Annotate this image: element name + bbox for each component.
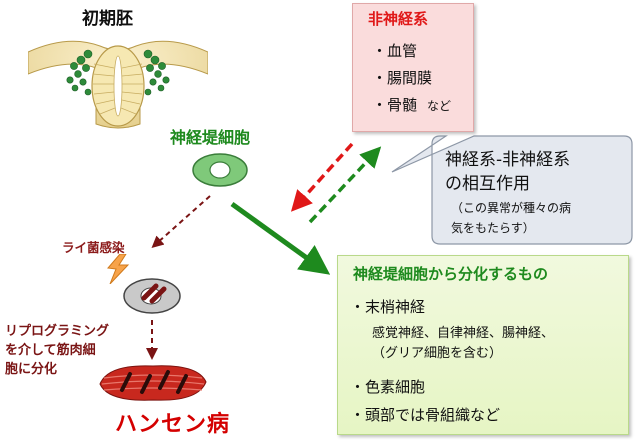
derivative-peripheral-nerve-sub-1: 感覚神経、自律神経、腸神経、 <box>372 326 555 341</box>
green-interaction-arrow <box>308 146 382 224</box>
embryo-illustration <box>28 40 208 129</box>
differentiation-arrow <box>230 201 331 275</box>
reprogramming-line-1: リプログラミング <box>5 324 110 339</box>
leprosy-infection-label: ライ菌感染 <box>62 240 125 255</box>
non-neural-title: 非神経系 <box>368 10 429 28</box>
non-neural-suffix: など <box>427 99 452 113</box>
embryo-title: 初期胚 <box>82 9 133 29</box>
derivatives-box <box>337 255 629 435</box>
neural-crest-cell <box>192 153 248 187</box>
derivative-bone-tissue: ・頭部では骨組織など <box>350 406 501 424</box>
leprosy-arrow-1 <box>151 195 211 248</box>
reprogramming-line-3: 胞に分化 <box>5 362 58 377</box>
derivative-peripheral-nerve: ・末梢神経 <box>350 298 426 316</box>
lightning-icon <box>107 254 130 284</box>
red-interaction-arrow <box>290 142 354 212</box>
non-neural-item-mesentery: ・腸間膜 <box>372 69 433 87</box>
neural-crest-label: 神経堤細胞 <box>170 128 251 147</box>
non-neural-item-bone-marrow: ・骨髄など <box>372 94 451 115</box>
non-neural-item-bone-marrow-label: ・骨髄 <box>372 96 418 114</box>
reprogramming-text: リプログラミング を介して筋肉細 胞に分化 <box>5 322 109 379</box>
interaction-callout <box>391 135 633 245</box>
non-neural-box <box>352 3 474 132</box>
derivatives-title: 神経堤細胞から分化するもの <box>353 265 549 283</box>
interaction-note-line-1: （この異常が種々の病 <box>451 201 572 215</box>
hansen-disease-label: ハンセン病 <box>115 412 231 437</box>
muscle-tissue <box>99 365 207 401</box>
reprogramming-line-2: を介して筋肉細 <box>5 343 96 358</box>
derivative-pigment-cell: ・色素細胞 <box>350 378 426 396</box>
interaction-note-line-2: 気をもたらす） <box>451 221 535 235</box>
infected-cell <box>123 278 181 314</box>
non-neural-item-blood-vessel: ・血管 <box>372 42 418 60</box>
derivative-peripheral-nerve-sub-2: （グリア細胞を含む） <box>372 346 503 361</box>
interaction-title-line-2: の相互作用 <box>445 174 530 194</box>
interaction-title-line-1: 神経系-非神経系 <box>445 150 571 170</box>
